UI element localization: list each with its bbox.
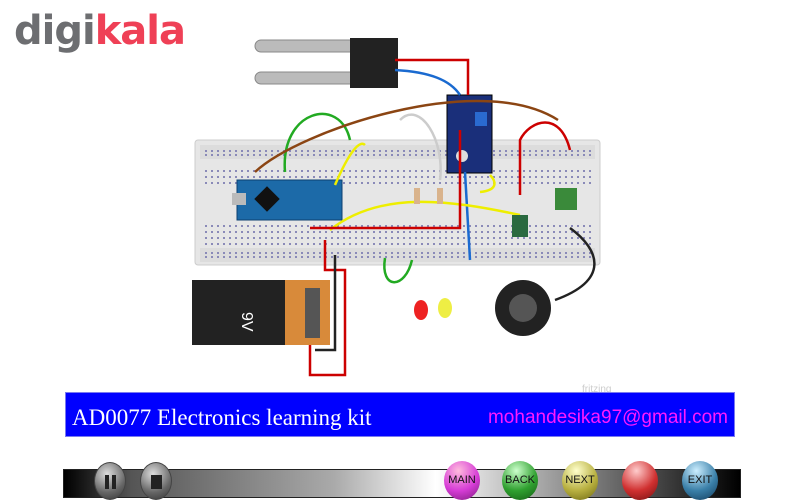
back-button[interactable]: BACK xyxy=(502,461,538,500)
exit-button[interactable]: EXIT xyxy=(682,461,718,500)
next-button[interactable]: NEXT xyxy=(562,461,598,500)
red-button[interactable] xyxy=(622,461,658,500)
push-button xyxy=(512,215,528,237)
digikala-logo: digikala xyxy=(14,8,186,54)
yellow-led xyxy=(438,298,452,318)
fritzing-watermark: fritzing xyxy=(582,384,612,395)
sensor-module xyxy=(446,94,493,174)
sound-module xyxy=(555,188,577,210)
banner-email: mohandesika97@gmail.com xyxy=(487,407,728,428)
pause-button[interactable] xyxy=(94,462,126,500)
stop-button[interactable] xyxy=(140,462,172,500)
red-led xyxy=(414,300,428,320)
main-button[interactable]: MAIN xyxy=(444,461,480,500)
battery-label: 9V xyxy=(238,312,255,332)
soil-moisture-probe xyxy=(254,38,398,88)
arduino-nano xyxy=(236,179,343,221)
logo-text-red: kala xyxy=(94,8,186,54)
circuit-diagram: 9V xyxy=(192,38,601,377)
logo-text-gray: digi xyxy=(14,8,96,54)
title-banner: AD0077 Electronics learning kit mohandes… xyxy=(65,392,735,437)
battery-9v xyxy=(192,280,330,345)
banner-title: AD0077 Electronics learning kit xyxy=(72,405,372,430)
